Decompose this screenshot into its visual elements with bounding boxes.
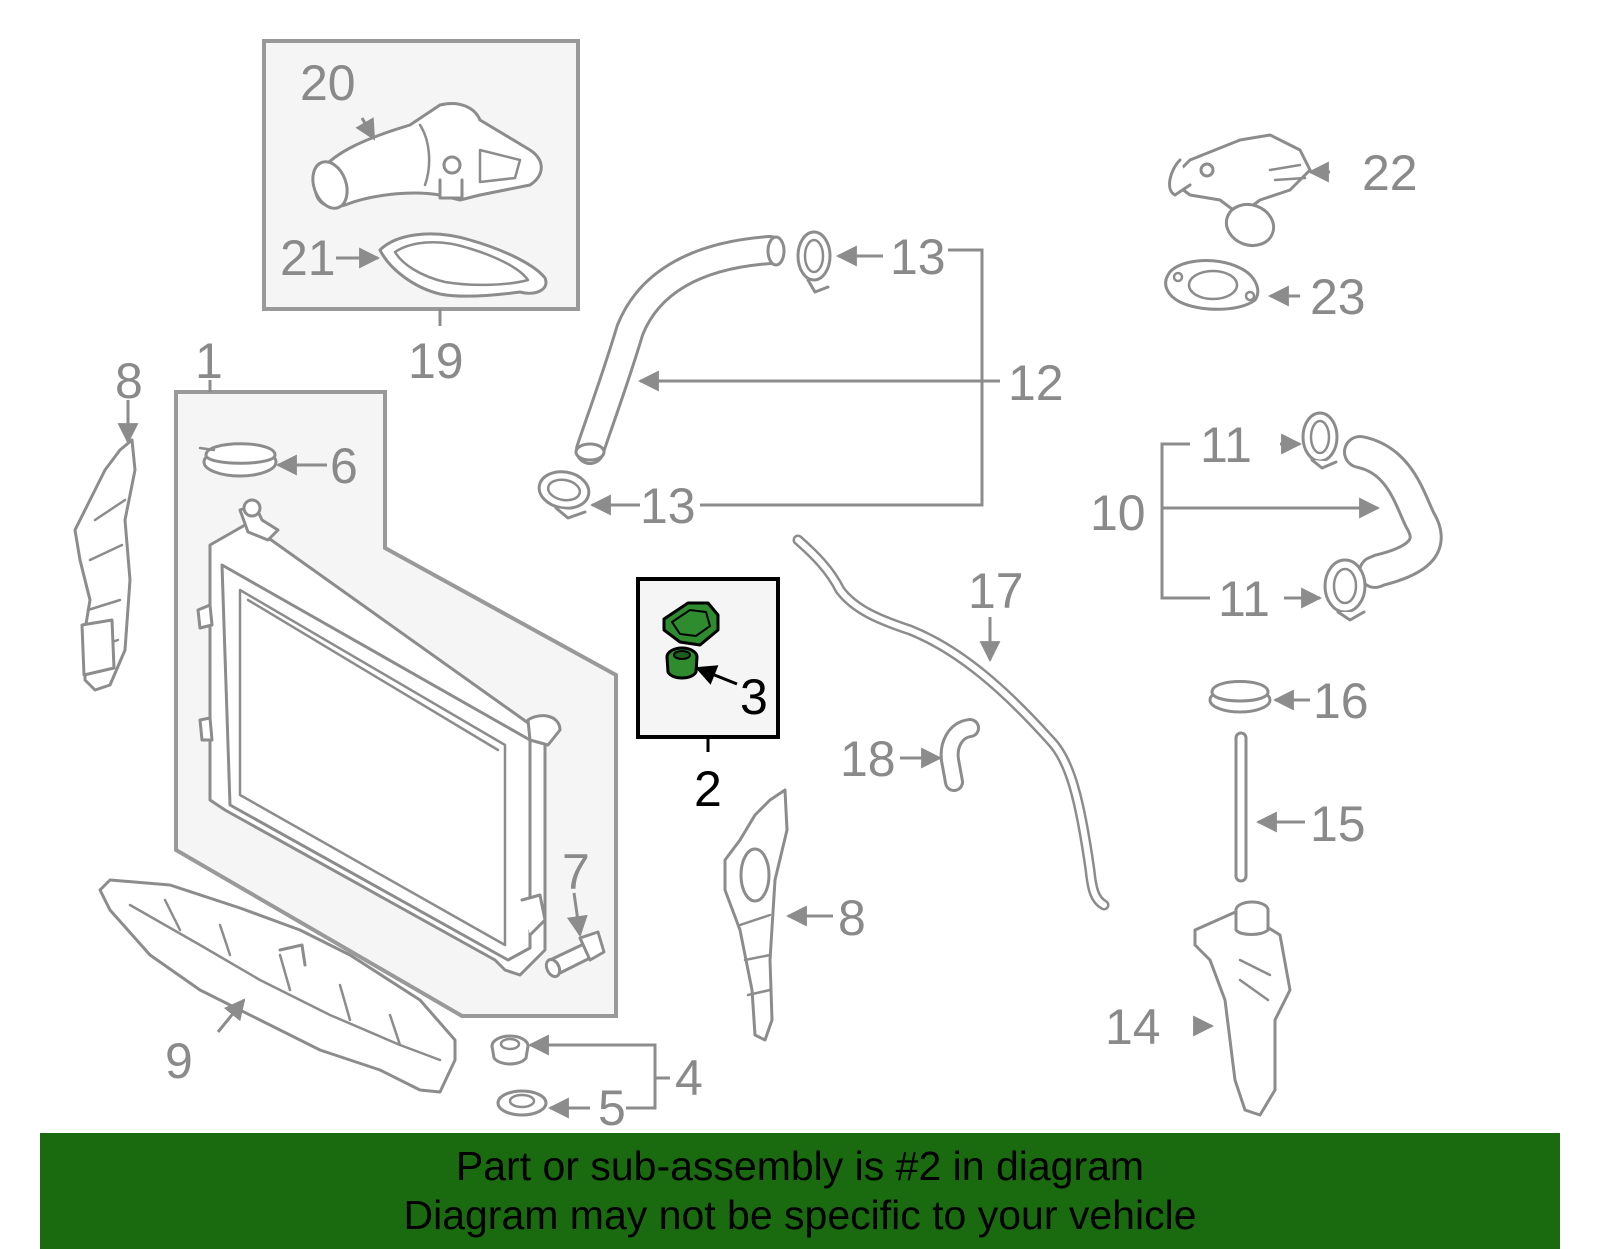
info-banner: Part or sub-assembly is #2 in diagram Di…	[40, 1133, 1560, 1249]
callout-15: 15	[1310, 796, 1366, 852]
callout-1: 1	[195, 333, 223, 389]
callout-19: 19	[408, 333, 464, 389]
part-9-lower-shield[interactable]	[98, 878, 457, 1094]
part-8-air-guide-left[interactable]	[73, 438, 137, 692]
part-12-upper-hose[interactable]	[574, 235, 786, 465]
part-3-seal[interactable]	[665, 646, 699, 680]
part-23-gasket[interactable]	[1164, 259, 1260, 311]
callout-7: 7	[562, 844, 590, 900]
part-5-grommet[interactable]	[496, 1089, 548, 1117]
part-21-gasket[interactable]	[378, 232, 548, 298]
part-10-lower-hose[interactable]	[1343, 435, 1443, 589]
part-1-radiator[interactable]	[196, 498, 562, 977]
part-18-small-hose[interactable]	[939, 718, 980, 792]
callout-20: 20	[300, 55, 356, 111]
part-8-air-guide-right[interactable]	[723, 788, 789, 1042]
callout-6: 6	[330, 438, 358, 494]
part-15-tube[interactable]	[1234, 731, 1248, 883]
part-22-water-outlet[interactable]	[1168, 133, 1312, 252]
callout-12: 12	[1008, 355, 1064, 411]
callout-22: 22	[1362, 145, 1418, 201]
part-17-overflow-hose[interactable]	[792, 534, 1110, 911]
callout-8-left: 8	[115, 353, 143, 409]
part-11-clamp-upper[interactable]	[1301, 411, 1339, 470]
part-13-clamp-upper[interactable]	[796, 230, 832, 294]
part-7-bolt[interactable]	[544, 930, 606, 979]
callout-9: 9	[165, 1033, 193, 1089]
part-16-reservoir-cap[interactable]	[1208, 680, 1272, 714]
callout-13-lower: 13	[640, 478, 696, 534]
part-4-grommet[interactable]	[490, 1034, 530, 1066]
callout-4: 4	[675, 1050, 703, 1106]
callout-2: 2	[694, 761, 722, 817]
callout-21: 21	[280, 230, 336, 286]
callout-5: 5	[598, 1080, 626, 1136]
callout-10: 10	[1090, 485, 1146, 541]
banner-line-1: Part or sub-assembly is #2 in diagram	[455, 1143, 1145, 1189]
banner-line-2: Diagram may not be specific to your vehi…	[403, 1192, 1197, 1238]
callout-14: 14	[1105, 999, 1161, 1055]
part-2-highlighted-cap[interactable]	[662, 601, 720, 647]
part-20-water-outlet[interactable]	[307, 102, 543, 213]
callout-11-upper: 11	[1200, 417, 1252, 473]
callout-16: 16	[1313, 673, 1369, 729]
leader-lines	[117, 117, 1381, 1119]
part-6-radiator-cap[interactable]	[198, 442, 278, 478]
callout-8-right: 8	[838, 890, 866, 946]
part-11-clamp-lower[interactable]	[1323, 558, 1367, 622]
part-14-reservoir[interactable]	[1193, 900, 1292, 1117]
callout-13-upper: 13	[890, 229, 946, 285]
callout-18: 18	[840, 731, 896, 787]
callout-3: 3	[740, 669, 768, 725]
callout-23: 23	[1310, 269, 1366, 325]
callout-17: 17	[968, 563, 1024, 619]
part-13-clamp-lower[interactable]	[536, 468, 591, 520]
callout-11-lower: 11	[1218, 571, 1270, 627]
callout-labels: 20 21 19 1 8 6 7 9 8 4 5 2 3 13 13 12 17…	[115, 55, 1418, 1136]
